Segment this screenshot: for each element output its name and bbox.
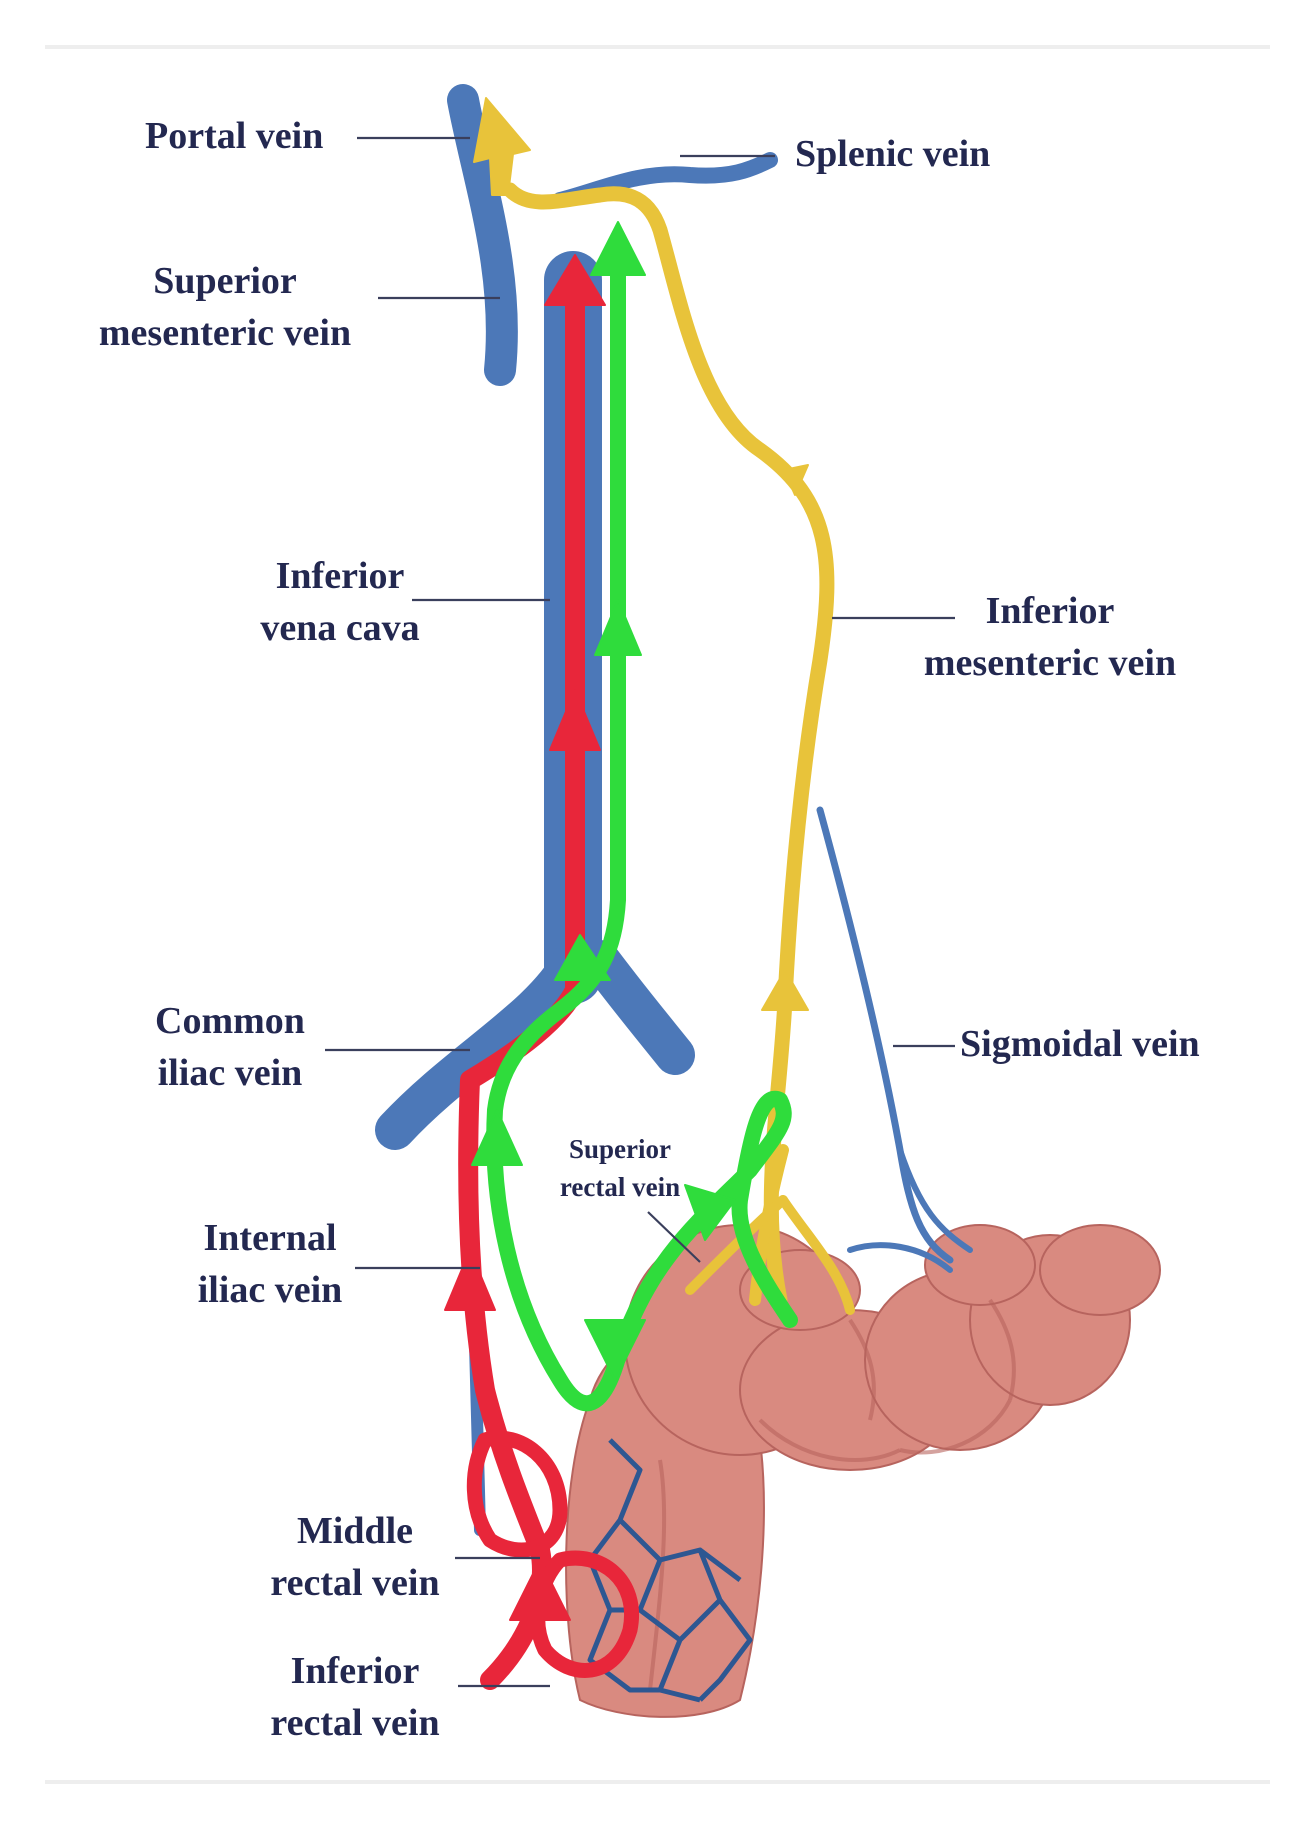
- splenic-vein-text: Splenic vein: [795, 133, 991, 175]
- inferior-mesenteric-flow: [502, 182, 835, 1308]
- collateral-flow-green: [471, 221, 798, 1412]
- superior-mesenteric-line-1: Superior: [153, 260, 297, 302]
- internal-iliac-line-2: iliac vein: [197, 1269, 343, 1311]
- sigmoidal-branch: [847, 1242, 953, 1273]
- flow-arrowhead: [783, 464, 809, 496]
- portal-flow-yellow: [473, 97, 855, 1315]
- green-arrowhead: [594, 599, 642, 656]
- superior-rectal-vein-label: Superior rectal vein: [535, 1130, 705, 1206]
- leader-lines: [325, 136, 955, 1688]
- superior-rectal-line-1: Superior: [568, 1134, 671, 1164]
- colon-segment: [924, 1224, 1036, 1306]
- colon-fold: [899, 1399, 1012, 1455]
- colon-segment: [1039, 1224, 1161, 1316]
- green-arrowhead: [684, 1184, 736, 1241]
- superior-rectal-line-2: rectal vein: [559, 1172, 681, 1202]
- middle-rectal-red-loop: [466, 1430, 568, 1558]
- inferior-vena-cava-line-2: vena cava: [260, 607, 420, 649]
- common-iliac-line-2: iliac vein: [157, 1052, 303, 1094]
- colon-fold: [848, 1318, 876, 1421]
- flow-arrowhead: [761, 969, 809, 1011]
- right-common-iliac-vein: [375, 940, 593, 1150]
- internal-iliac-line-1: Internal: [203, 1217, 337, 1259]
- middle-rectal-vein-label: Middle rectal vein: [250, 1505, 460, 1609]
- inferior-mesenteric-line-2: mesenteric vein: [923, 642, 1177, 684]
- sigmoidal-vein-label: Sigmoidal vein: [960, 1018, 1200, 1070]
- middle-rectal-line-1: Middle: [296, 1510, 414, 1552]
- green-arrowhead: [471, 1109, 523, 1166]
- inferior-mesenteric-vein-label: Inferior mesenteric vein: [900, 585, 1200, 689]
- rectal-venous-plexus: [587, 1438, 753, 1703]
- red-arrowhead: [444, 1249, 496, 1311]
- colon-fold: [758, 1418, 901, 1462]
- red-arrowhead: [509, 1559, 571, 1621]
- superior-mesenteric-vein: [447, 84, 518, 386]
- colon-fold: [988, 1298, 1016, 1401]
- inferior-rectal-line-1: Inferior: [290, 1650, 420, 1692]
- colon-fold: [648, 1459, 667, 1691]
- middle-rectal-line-2: rectal vein: [270, 1562, 440, 1604]
- inferior-rectal-line-2: rectal vein: [270, 1702, 440, 1744]
- splenic-vein-label: Splenic vein: [795, 128, 990, 180]
- internal-iliac-vein-label: Internal iliac vein: [170, 1212, 370, 1316]
- sigmoidal-vein: [816, 806, 954, 1264]
- inferior-mesenteric-branch: [778, 1195, 855, 1315]
- inferior-vena-cava-label: Inferior vena cava: [240, 550, 440, 654]
- left-common-iliac-vein: [580, 940, 695, 1075]
- inferior-mesenteric-line-1: Inferior: [985, 590, 1115, 632]
- portal-vein-text: Portal vein: [145, 115, 324, 157]
- common-iliac-line-1: Common: [155, 1000, 305, 1042]
- inferior-vena-cava-line-1: Inferior: [275, 555, 405, 597]
- green-arrowhead: [554, 934, 611, 981]
- colon-rectum: [565, 1224, 1161, 1718]
- portal-vein-label: Portal vein: [145, 110, 323, 162]
- inferior-mesenteric-branch: [685, 1195, 788, 1295]
- red-arrowhead: [549, 689, 601, 751]
- superior-rectal-leader: [647, 1211, 701, 1263]
- red-arrowhead: [544, 254, 606, 306]
- green-arrowhead: [590, 221, 646, 276]
- portal-arrowhead: [473, 97, 531, 196]
- sigmoidal-vein-text: Sigmoidal vein: [960, 1023, 1200, 1065]
- inferior-rectal-vein-label: Inferior rectal vein: [250, 1645, 460, 1749]
- superior-mesenteric-line-2: mesenteric vein: [98, 312, 352, 354]
- common-iliac-vein-label: Common iliac vein: [130, 995, 330, 1099]
- green-arrowhead: [584, 1319, 646, 1381]
- superior-mesenteric-vein-label: Superior mesenteric vein: [75, 255, 375, 359]
- sigmoidal-branch: [897, 1147, 973, 1253]
